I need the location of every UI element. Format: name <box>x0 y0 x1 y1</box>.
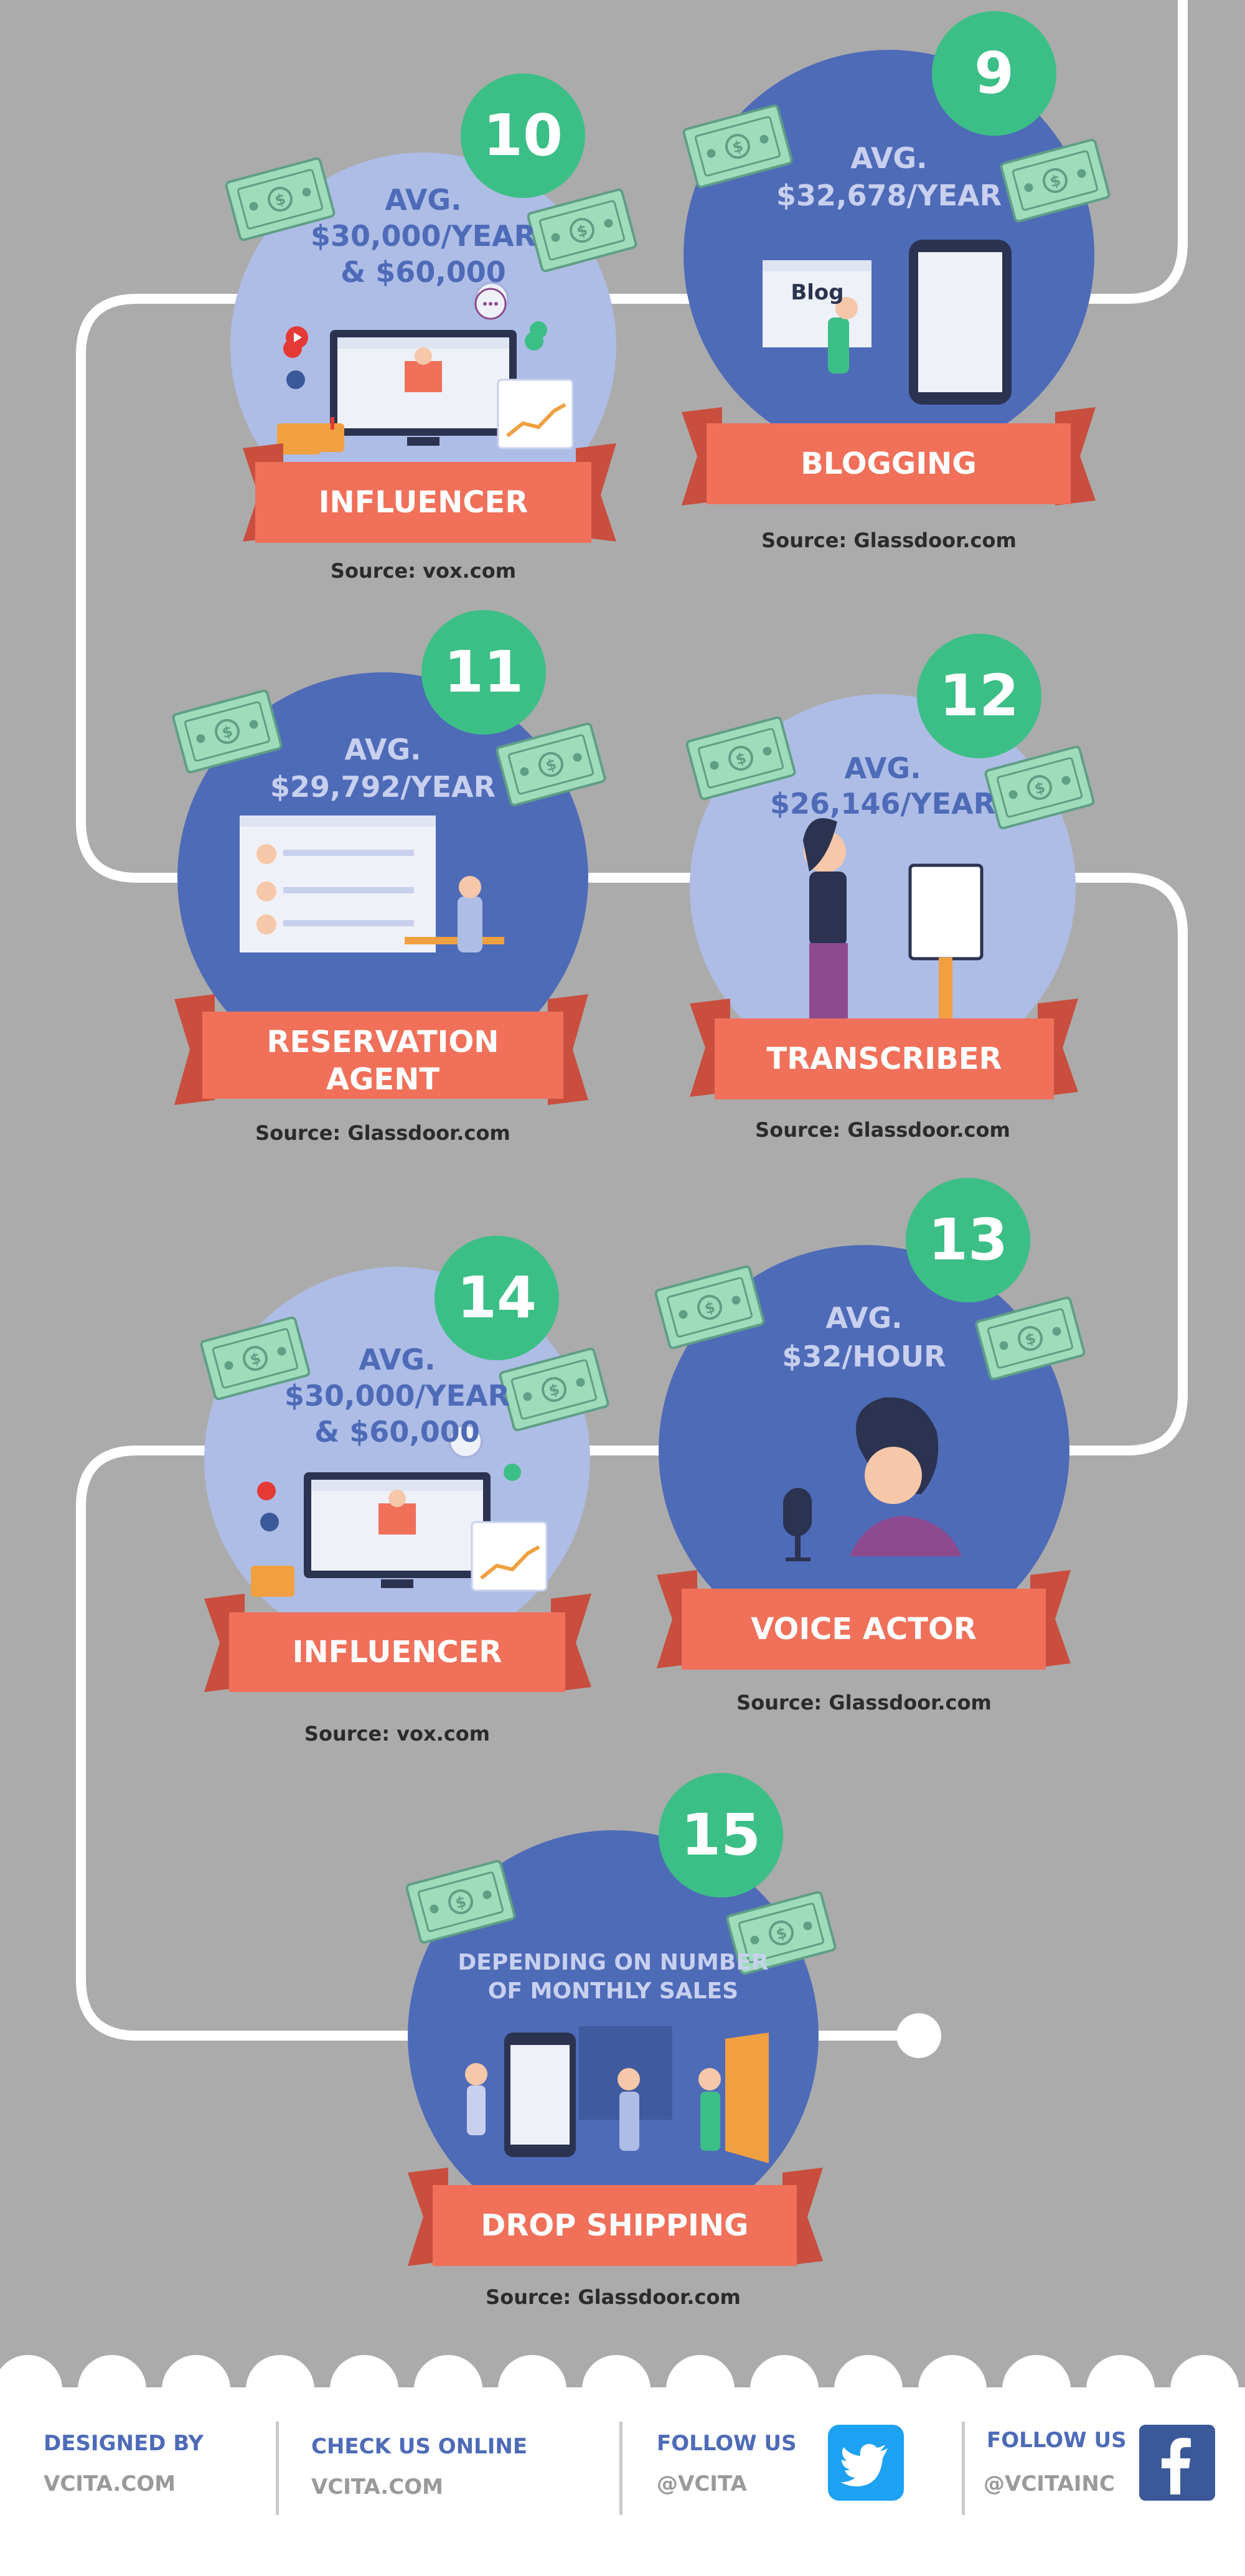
job-number-badge: 14 <box>456 1264 537 1331</box>
salary-line: & $60,000 <box>341 255 506 289</box>
job-source: Source: Glassdoor.com <box>761 529 1017 552</box>
job-source: Source: Glassdoor.com <box>486 2285 741 2309</box>
job-number-badge: 13 <box>928 1206 1008 1273</box>
job-title: VOICE ACTOR <box>751 1612 977 1647</box>
follow-twitter-label: FOLLOW US <box>657 2431 797 2456</box>
blog-illustration-label: Blog <box>791 280 844 305</box>
follow-facebook-label: FOLLOW US <box>987 2428 1127 2453</box>
mailbox-icon <box>303 417 344 452</box>
check-online-label: CHECK US ONLINE <box>311 2434 528 2459</box>
twitter-icon[interactable] <box>828 2425 904 2501</box>
salary-line: DEPENDING ON NUMBER <box>458 1950 769 1975</box>
job-source: Source: vox.com <box>330 559 517 583</box>
job-title: INFLUENCER <box>318 485 529 520</box>
designed-by-label: DESIGNED BY <box>44 2431 204 2456</box>
connector-end-dot <box>896 2013 941 2058</box>
facebook-logo-icon[interactable] <box>1139 2425 1215 2501</box>
twitter-handle-link[interactable]: @VCITA <box>657 2471 747 2496</box>
salary-line: AVG. <box>385 183 462 217</box>
job-number-badge: 12 <box>939 662 1020 729</box>
check-online-link[interactable]: VCITA.COM <box>311 2475 444 2499</box>
job-title: AGENT <box>326 1062 440 1097</box>
whatsapp-icon <box>525 332 543 350</box>
salary-line: $32/HOUR <box>782 1340 946 1373</box>
connector-path <box>76 0 1188 2041</box>
job-title: BLOGGING <box>801 446 977 481</box>
job-source: Source: Glassdoor.com <box>736 1691 992 1714</box>
salary-line: $30,000/YEAR <box>284 1379 510 1413</box>
salary-line: AVG. <box>344 733 421 766</box>
job-number-badge: 15 <box>680 1802 761 1868</box>
job-title: DROP SHIPPING <box>481 2208 749 2243</box>
job-source: Source: Glassdoor.com <box>755 1118 1010 1142</box>
job-source: Source: vox.com <box>304 1722 491 1746</box>
salary-line: AVG. <box>359 1343 436 1376</box>
salary-line: AVG. <box>844 751 921 785</box>
salary-line: $30,000/YEAR <box>310 219 537 253</box>
job-number-badge: 10 <box>482 102 563 169</box>
youtube-icon <box>286 326 308 349</box>
salary-line: AVG. <box>850 141 928 175</box>
facebook-handle-link[interactable]: @VCITAINC <box>984 2471 1115 2496</box>
microphone-icon <box>784 1488 812 1561</box>
salary-line: AVG. <box>825 1301 903 1335</box>
salary-line: $29,792/YEAR <box>270 770 496 804</box>
salary-line: $32,678/YEAR <box>776 179 1002 212</box>
job-title: RESERVATION <box>266 1025 499 1060</box>
job-title: INFLUENCER <box>292 1635 502 1670</box>
job-number-badge: 11 <box>443 639 524 705</box>
job-number-badge: 9 <box>974 40 1014 106</box>
job-title: TRANSCRIBER <box>766 1041 1002 1076</box>
salary-line: OF MONTHLY SALES <box>487 1978 739 2004</box>
job-source: Source: Glassdoor.com <box>255 1121 510 1145</box>
chat-icon <box>474 288 507 320</box>
designed-by-link[interactable]: VCITA.COM <box>44 2471 176 2496</box>
salary-line: & $60,000 <box>314 1415 480 1449</box>
salary-line: $26,146/YEAR <box>769 787 996 820</box>
